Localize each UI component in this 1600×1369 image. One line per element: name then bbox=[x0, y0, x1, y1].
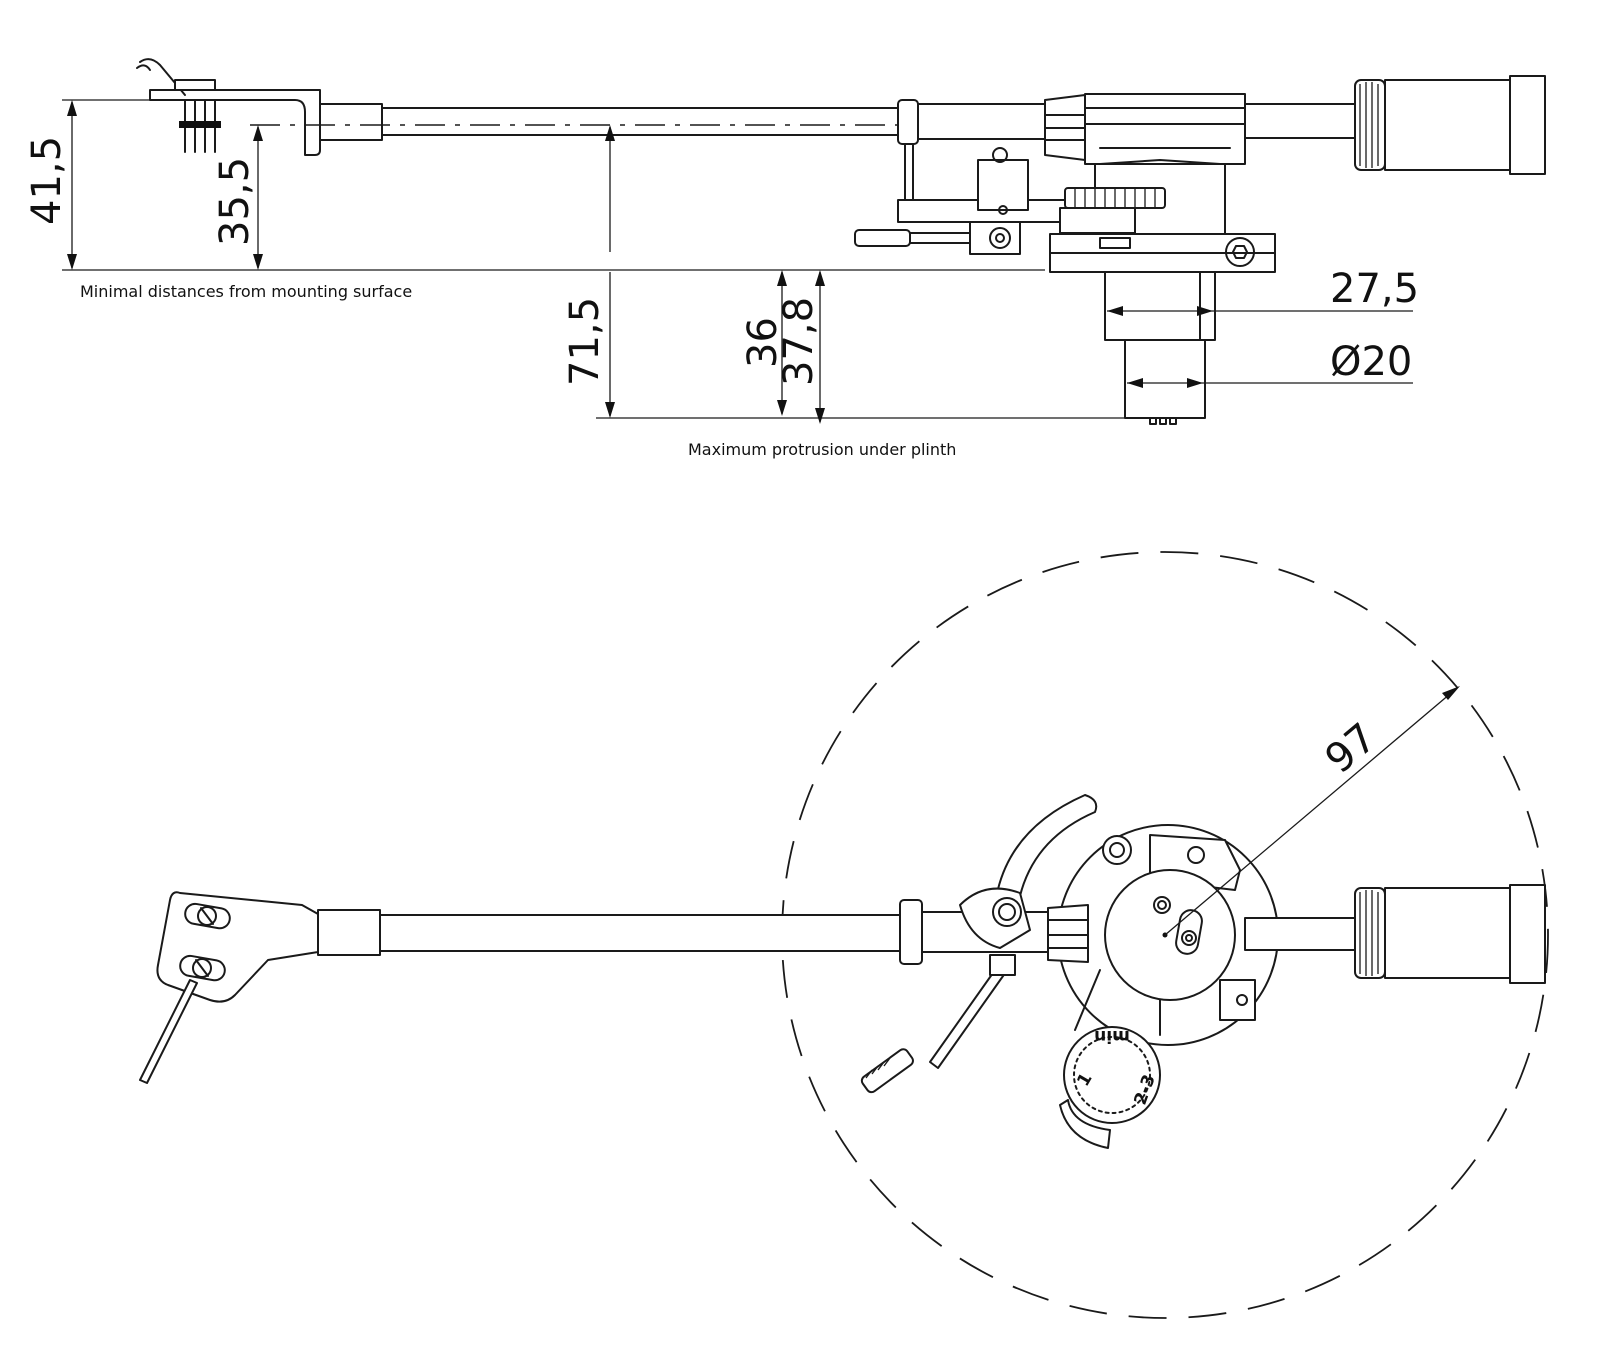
dim-radius-label: 97 bbox=[1317, 715, 1386, 783]
counterweight-side bbox=[1354, 75, 1546, 175]
antiskate-dial-top: min 1 2-3 bbox=[1059, 969, 1161, 1149]
dim-diameter-label: Ø20 bbox=[1330, 339, 1412, 385]
dim-height-total-label: 41,5 bbox=[24, 136, 70, 225]
dim-depth-total-label: 71,5 bbox=[562, 297, 608, 386]
dim-depth-b: 37,8 bbox=[776, 270, 825, 424]
dim-height-arm: 35,5 bbox=[212, 125, 263, 270]
dim-height-total: 41,5 bbox=[24, 100, 77, 270]
pivot-clamp-top bbox=[1047, 904, 1089, 963]
arm-tube-side bbox=[250, 99, 1049, 145]
dim-depth-a-label: 36 bbox=[740, 317, 786, 368]
headshell-side bbox=[136, 58, 321, 156]
dim-height-arm-label: 35,5 bbox=[212, 157, 258, 246]
bearing-housing-top bbox=[1057, 824, 1279, 1046]
arm-rest-top bbox=[959, 794, 1098, 949]
dim-depth-b-label: 37,8 bbox=[776, 297, 822, 386]
dim-diameter: Ø20 bbox=[1127, 339, 1413, 388]
arm-lift-side bbox=[854, 143, 1074, 255]
dial-label-min: min bbox=[1094, 1026, 1130, 1046]
note-max-protrusion: Maximum protrusion under plinth bbox=[688, 440, 956, 459]
dim-depth-a: 36 bbox=[740, 270, 787, 416]
bearing-housing-side bbox=[1044, 93, 1356, 235]
headshell-top bbox=[139, 891, 319, 1084]
base-collar-side bbox=[1049, 233, 1276, 273]
dim-depth-total: 71,5 bbox=[562, 272, 615, 418]
arm-tube-top bbox=[317, 899, 1053, 965]
counterweight-top bbox=[1244, 884, 1546, 984]
dim-width-label: 27,5 bbox=[1330, 266, 1419, 312]
pillar-under-plinth bbox=[1104, 271, 1216, 425]
vta-wheel-side bbox=[1059, 187, 1166, 234]
dim-tube-center bbox=[605, 125, 615, 252]
side-view: 41,5 35,5 71,5 36 bbox=[24, 58, 1546, 459]
note-mounting-surface: Minimal distances from mounting surface bbox=[80, 282, 412, 301]
dim-width: 27,5 bbox=[1107, 266, 1419, 316]
top-view: min 1 2-3 97 bbox=[139, 551, 1549, 1319]
lift-lever-top bbox=[860, 954, 1016, 1094]
